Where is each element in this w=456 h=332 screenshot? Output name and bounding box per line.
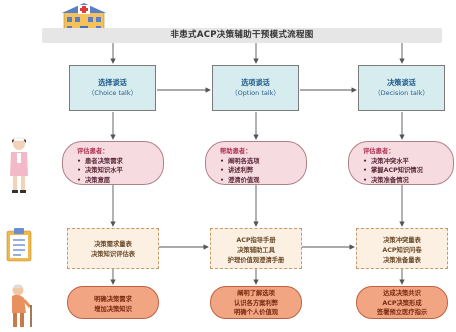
nurse-icon bbox=[10, 137, 28, 193]
clipboard-icon bbox=[6, 228, 32, 262]
assessment-item: 澄清价值观 bbox=[220, 176, 306, 186]
outcome-line: 达成决策共识 bbox=[383, 290, 421, 297]
assessment-item: 掌握ACP知识情况 bbox=[363, 166, 453, 176]
outcome-line: 明确个人价值观 bbox=[233, 309, 279, 316]
assessment-box-option: 帮助患者： 阐明各选项 讲述利弊 澄清价值观 bbox=[205, 141, 307, 185]
assessment-heading: 评估患者： bbox=[363, 148, 395, 155]
stage-header-option: 选项谈话 （Option talk） bbox=[212, 65, 299, 111]
tool-line: 决策知识评估表 bbox=[90, 251, 136, 258]
assessment-item: 决策准备情况 bbox=[363, 176, 453, 186]
stage-name: 决策谈话 bbox=[387, 78, 416, 87]
tool-box-choice: 决策需求量表 决策知识评估表 bbox=[67, 228, 159, 269]
assessment-item: 讲述利弊 bbox=[220, 166, 306, 176]
stage-header-choice: 选择谈话 （Choice talk） bbox=[69, 65, 156, 111]
stage-en: （Decision talk） bbox=[374, 89, 429, 97]
assessment-item: 决策知识水平 bbox=[77, 166, 163, 176]
assessment-box-decision: 评估患者： 决策冲突水平 掌握ACP知识情况 决策准备情况 bbox=[348, 141, 454, 185]
assessment-box-choice: 评估患者： 患者决策需求 决策知识水平 决策意愿 bbox=[62, 141, 164, 185]
tool-line: ACP知识问卷 bbox=[382, 247, 422, 254]
stage-name: 选择谈话 bbox=[98, 78, 127, 87]
assessment-heading: 评估患者： bbox=[77, 148, 109, 155]
diagram-title: 非患式ACP决策辅助干预模式流程图 bbox=[170, 30, 314, 40]
outcome-box-decision: 达成决策共识 ACP决策形成 签署预立医疗指示 bbox=[356, 286, 448, 319]
tool-line: 决策辅助工具 bbox=[237, 247, 275, 254]
stage-name: 选项谈话 bbox=[241, 78, 270, 87]
assessment-item: 患者决策需求 bbox=[77, 157, 163, 167]
title-background bbox=[42, 28, 442, 43]
stage-en: （Choice talk） bbox=[87, 89, 138, 97]
tool-line: 决策冲突量表 bbox=[383, 237, 421, 244]
stage-en: （Option talk） bbox=[231, 89, 280, 97]
outcome-line: ACP决策形成 bbox=[382, 299, 422, 307]
outcome-line: 明确决策需求 bbox=[94, 296, 132, 303]
tool-line: ACP指导手册 bbox=[236, 237, 276, 244]
assessment-item: 阐明各选项 bbox=[220, 157, 306, 167]
elderly-patient-icon bbox=[12, 284, 32, 327]
assessment-item: 决策意愿 bbox=[77, 176, 163, 186]
outcome-box-choice: 明确决策需求 增加决策知识 bbox=[67, 286, 159, 319]
assessment-item: 决策冲突水平 bbox=[363, 157, 453, 167]
stage-header-decision: 决策谈话 （Decision talk） bbox=[358, 65, 445, 111]
outcome-line: 增加决策知识 bbox=[94, 305, 132, 313]
tool-line: 护理价值观澄清手册 bbox=[227, 257, 285, 264]
outcome-line: 签署预立医疗指示 bbox=[376, 309, 428, 316]
tool-box-option: ACP指导手册 决策辅助工具 护理价值观澄清手册 bbox=[210, 228, 302, 269]
outcome-line: 认识各方案利弊 bbox=[233, 299, 279, 307]
tool-line: 决策需求量表 bbox=[94, 241, 132, 248]
tool-box-decision: 决策冲突量表 ACP知识问卷 决策准备量表 bbox=[356, 228, 448, 269]
assessment-heading: 帮助患者： bbox=[220, 148, 252, 155]
outcome-box-option: 阐明了解选项 认识各方案利弊 明确个人价值观 bbox=[210, 286, 302, 319]
outcome-line: 阐明了解选项 bbox=[237, 290, 275, 297]
tool-line: 决策准备量表 bbox=[383, 257, 421, 264]
